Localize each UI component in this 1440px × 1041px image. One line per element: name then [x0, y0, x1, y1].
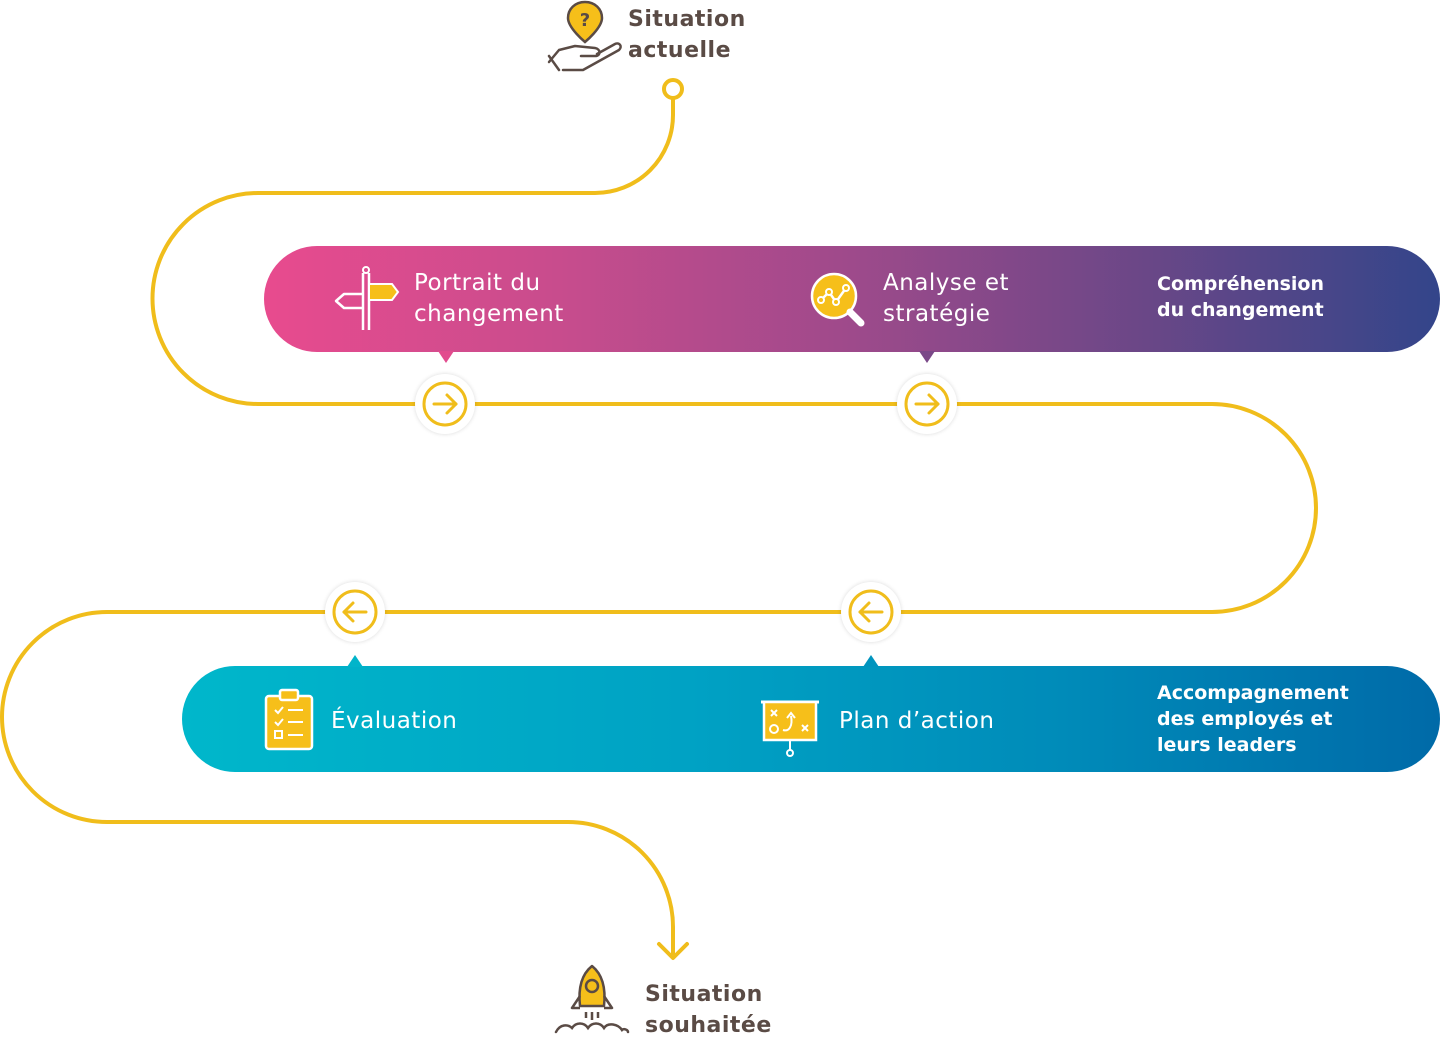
strategy-board-icon [759, 696, 821, 760]
start-marker [662, 78, 684, 100]
journey-path-line [0, 99, 1318, 955]
step-label-evaluation: Évaluation [331, 708, 458, 734]
step-node-portrait [415, 374, 475, 434]
band-pointer [919, 351, 935, 363]
hand-question-pin-icon: ? [545, 0, 625, 76]
group-label-understanding: Compréhension du changement [1157, 273, 1324, 321]
right-arrow-icon [904, 381, 950, 427]
band-pointer [863, 655, 879, 667]
band-pointer [438, 351, 454, 363]
group-label-support: Accompagnement des employés et leurs lea… [1157, 682, 1349, 756]
step-label-analysis: Analyse et stratégie [883, 270, 1010, 327]
svg-text:?: ? [580, 10, 590, 31]
step-label-portrait: Portrait du changement [414, 270, 564, 327]
clipboard-checklist-icon [263, 688, 315, 752]
step-label-action-plan: Plan d’action [839, 708, 995, 734]
signpost-icon [332, 264, 400, 332]
step-node-analysis [897, 374, 957, 434]
end-label: Situation souhaitée [645, 982, 772, 1038]
step-node-evaluation [325, 582, 385, 642]
right-arrow-icon [422, 381, 468, 427]
rocket-launch-icon [552, 962, 632, 1036]
start-label: Situation actuelle [628, 7, 746, 63]
left-arrow-icon [332, 589, 378, 635]
magnifier-chart-icon [808, 270, 868, 330]
end-arrowhead-icon [657, 942, 689, 960]
step-node-action-plan [841, 582, 901, 642]
left-arrow-icon [848, 589, 894, 635]
band-pointer [347, 655, 363, 667]
